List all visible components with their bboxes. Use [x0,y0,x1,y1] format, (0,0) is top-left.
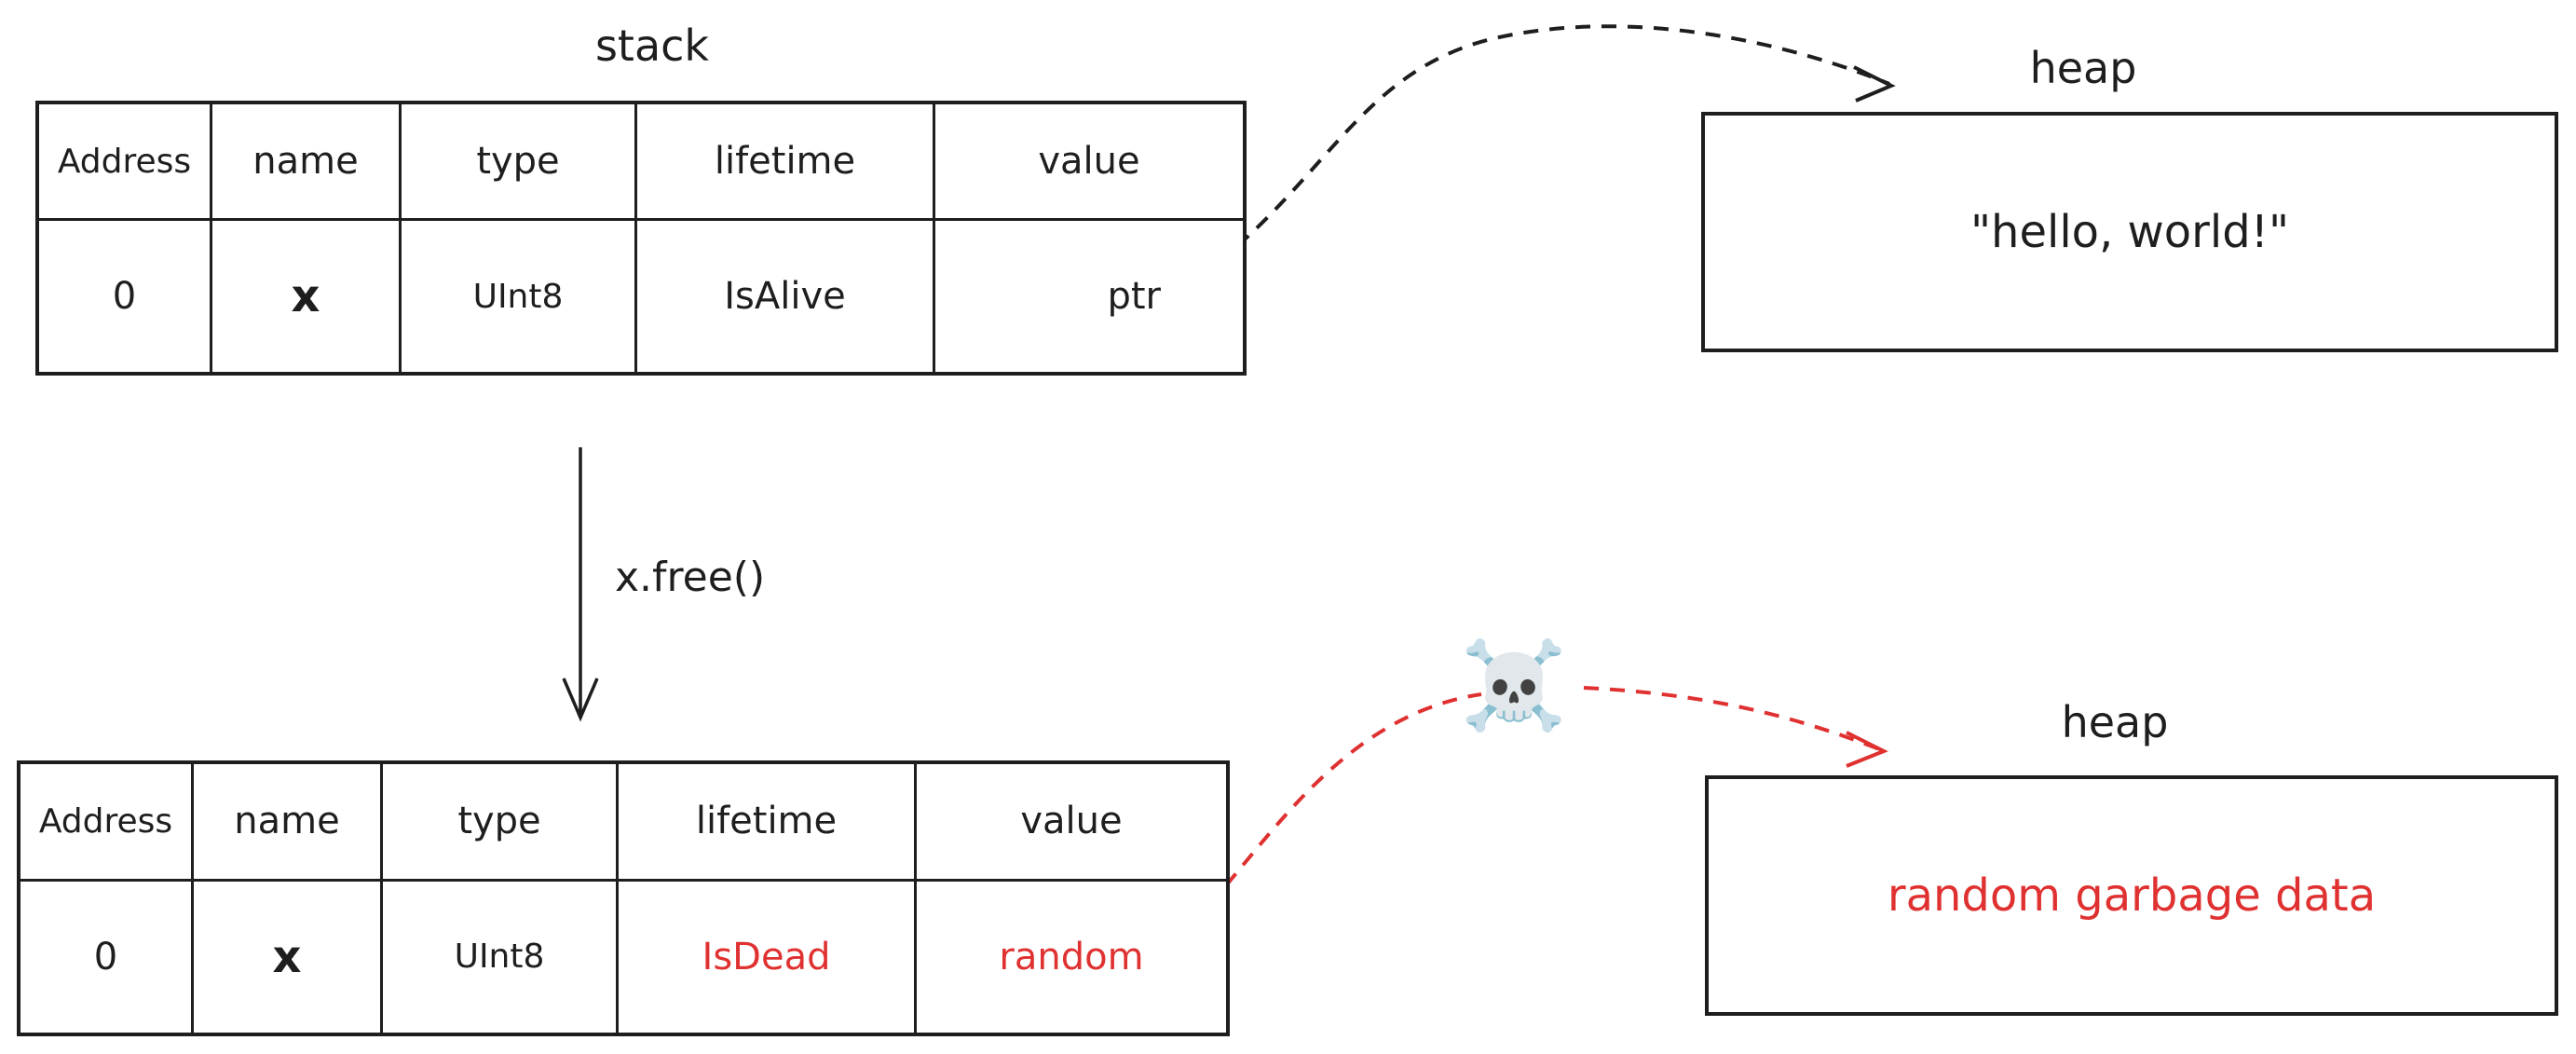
header-name: name [210,104,399,219]
cell-value: random [914,881,1226,1033]
header-name: name [191,764,380,879]
cell-type: UInt8 [380,881,616,1033]
dangling-arrowhead [1846,731,1888,768]
header-type: type [399,104,634,219]
header-type: type [380,764,616,879]
cell-type: UInt8 [399,221,634,372]
stack-table-bottom: Address name type lifetime value 0 x UIn… [17,760,1230,1036]
heap-title-bottom: heap [2061,697,2169,747]
header-address: Address [57,142,192,181]
dangling-pointer-tail [1583,686,1883,752]
pointer-arrowhead [1853,65,1896,103]
table-header-row: Address name type lifetime value [20,764,1226,879]
cell-lifetime: IsDead [616,881,914,1033]
heap-content-top: "hello, world!" [1969,206,2290,258]
cell-name: x [210,221,399,372]
cell-name: x [191,881,380,1033]
heap-box-top: "hello, world!" [1701,112,2558,352]
header-value: value [933,104,1243,219]
header-address: Address [38,801,173,841]
header-lifetime: lifetime [634,104,933,219]
heap-title-top: heap [2029,43,2137,93]
cell-lifetime: IsAlive [634,221,933,372]
table-header-row: Address name type lifetime value [39,104,1243,219]
cell-address: 0 [112,275,137,319]
skull-icon: ☠️ [1460,636,1568,735]
heap-content-bottom: random garbage data [1887,869,2377,922]
header-lifetime: lifetime [616,764,914,879]
cell-value: ptr [933,221,1243,372]
free-operation-label: x.free() [615,554,766,601]
header-value: value [914,764,1226,879]
stack-title: stack [594,21,710,71]
table-row: 0 x UInt8 IsDead random [20,878,1226,1033]
free-arrow [562,447,599,722]
table-row: 0 x UInt8 IsAlive ptr [39,218,1243,372]
stack-table-top: Address name type lifetime value 0 x UIn… [35,101,1247,376]
cell-address: 0 [93,935,118,979]
heap-box-bottom: random garbage data [1705,775,2558,1016]
